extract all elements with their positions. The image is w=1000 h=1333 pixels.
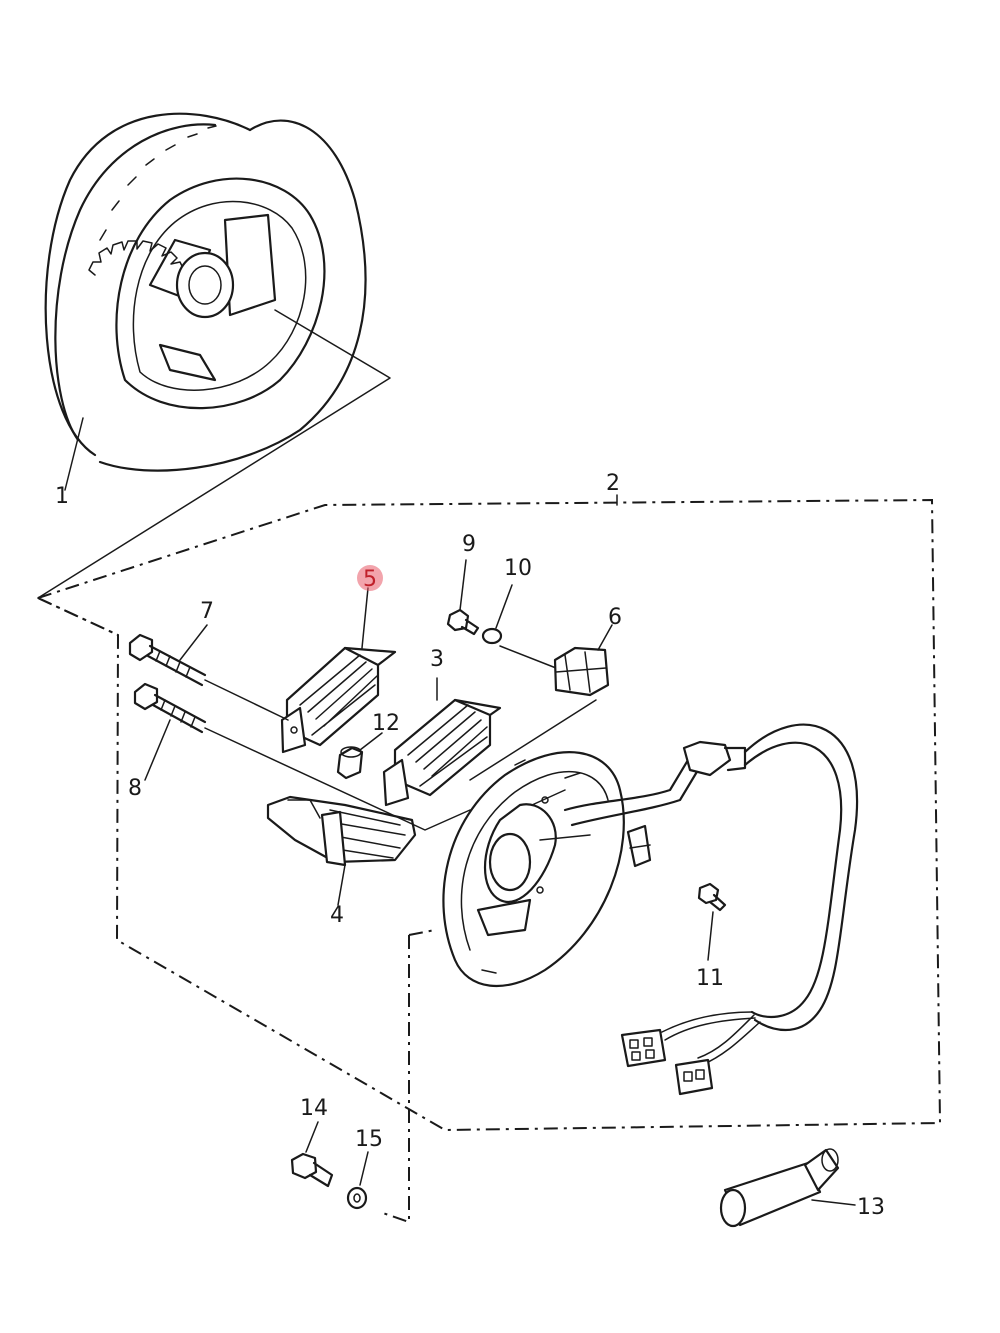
connector-6: [553, 624, 613, 697]
connector-4pin: [620, 1028, 667, 1068]
highlight-marker: [357, 565, 383, 591]
pickup-coil-5: [280, 587, 397, 754]
label-part-7: 7: [200, 599, 214, 624]
label-part-3: 3: [430, 647, 444, 672]
label-part-12: 12: [372, 711, 400, 736]
screw-7: [128, 624, 208, 687]
screw-8: [133, 682, 207, 781]
label-part-5: 5: [363, 567, 377, 592]
charge-coil-3: [382, 677, 502, 807]
stator-assembly-outline: [35, 494, 942, 1224]
projection-line-9: [499, 645, 557, 669]
projection-line-8: [204, 727, 471, 831]
label-part-1: 1: [55, 484, 69, 509]
flywheel-rotor: [44, 112, 367, 491]
projection-line-7: [204, 679, 289, 721]
collar-12: [336, 732, 383, 780]
label-part-6: 6: [608, 605, 622, 630]
label-part-11: 11: [696, 966, 724, 991]
screw-9: [446, 559, 480, 636]
projection-line-6: [469, 699, 597, 781]
stator-base-plate: [442, 751, 625, 988]
label-part-2: 2: [606, 471, 620, 496]
washer-15: [346, 1151, 369, 1210]
lead-wire-harness: [563, 723, 859, 1066]
label-part-13: 13: [857, 1195, 885, 1220]
label-part-14: 14: [300, 1096, 328, 1121]
bolt-14: [290, 1121, 334, 1188]
lighting-coil-4: [266, 795, 417, 906]
washer-10: [481, 584, 513, 645]
label-part-9: 9: [462, 532, 476, 557]
sleeve-13: [719, 1148, 856, 1228]
label-part-4: 4: [330, 903, 344, 928]
label-part-10: 10: [504, 556, 532, 581]
label-part-8: 8: [128, 776, 142, 801]
connector-2pin: [674, 1058, 714, 1096]
screw-11: [697, 882, 727, 961]
label-part-15: 15: [355, 1127, 383, 1152]
projection-line-rotor: [37, 309, 391, 599]
